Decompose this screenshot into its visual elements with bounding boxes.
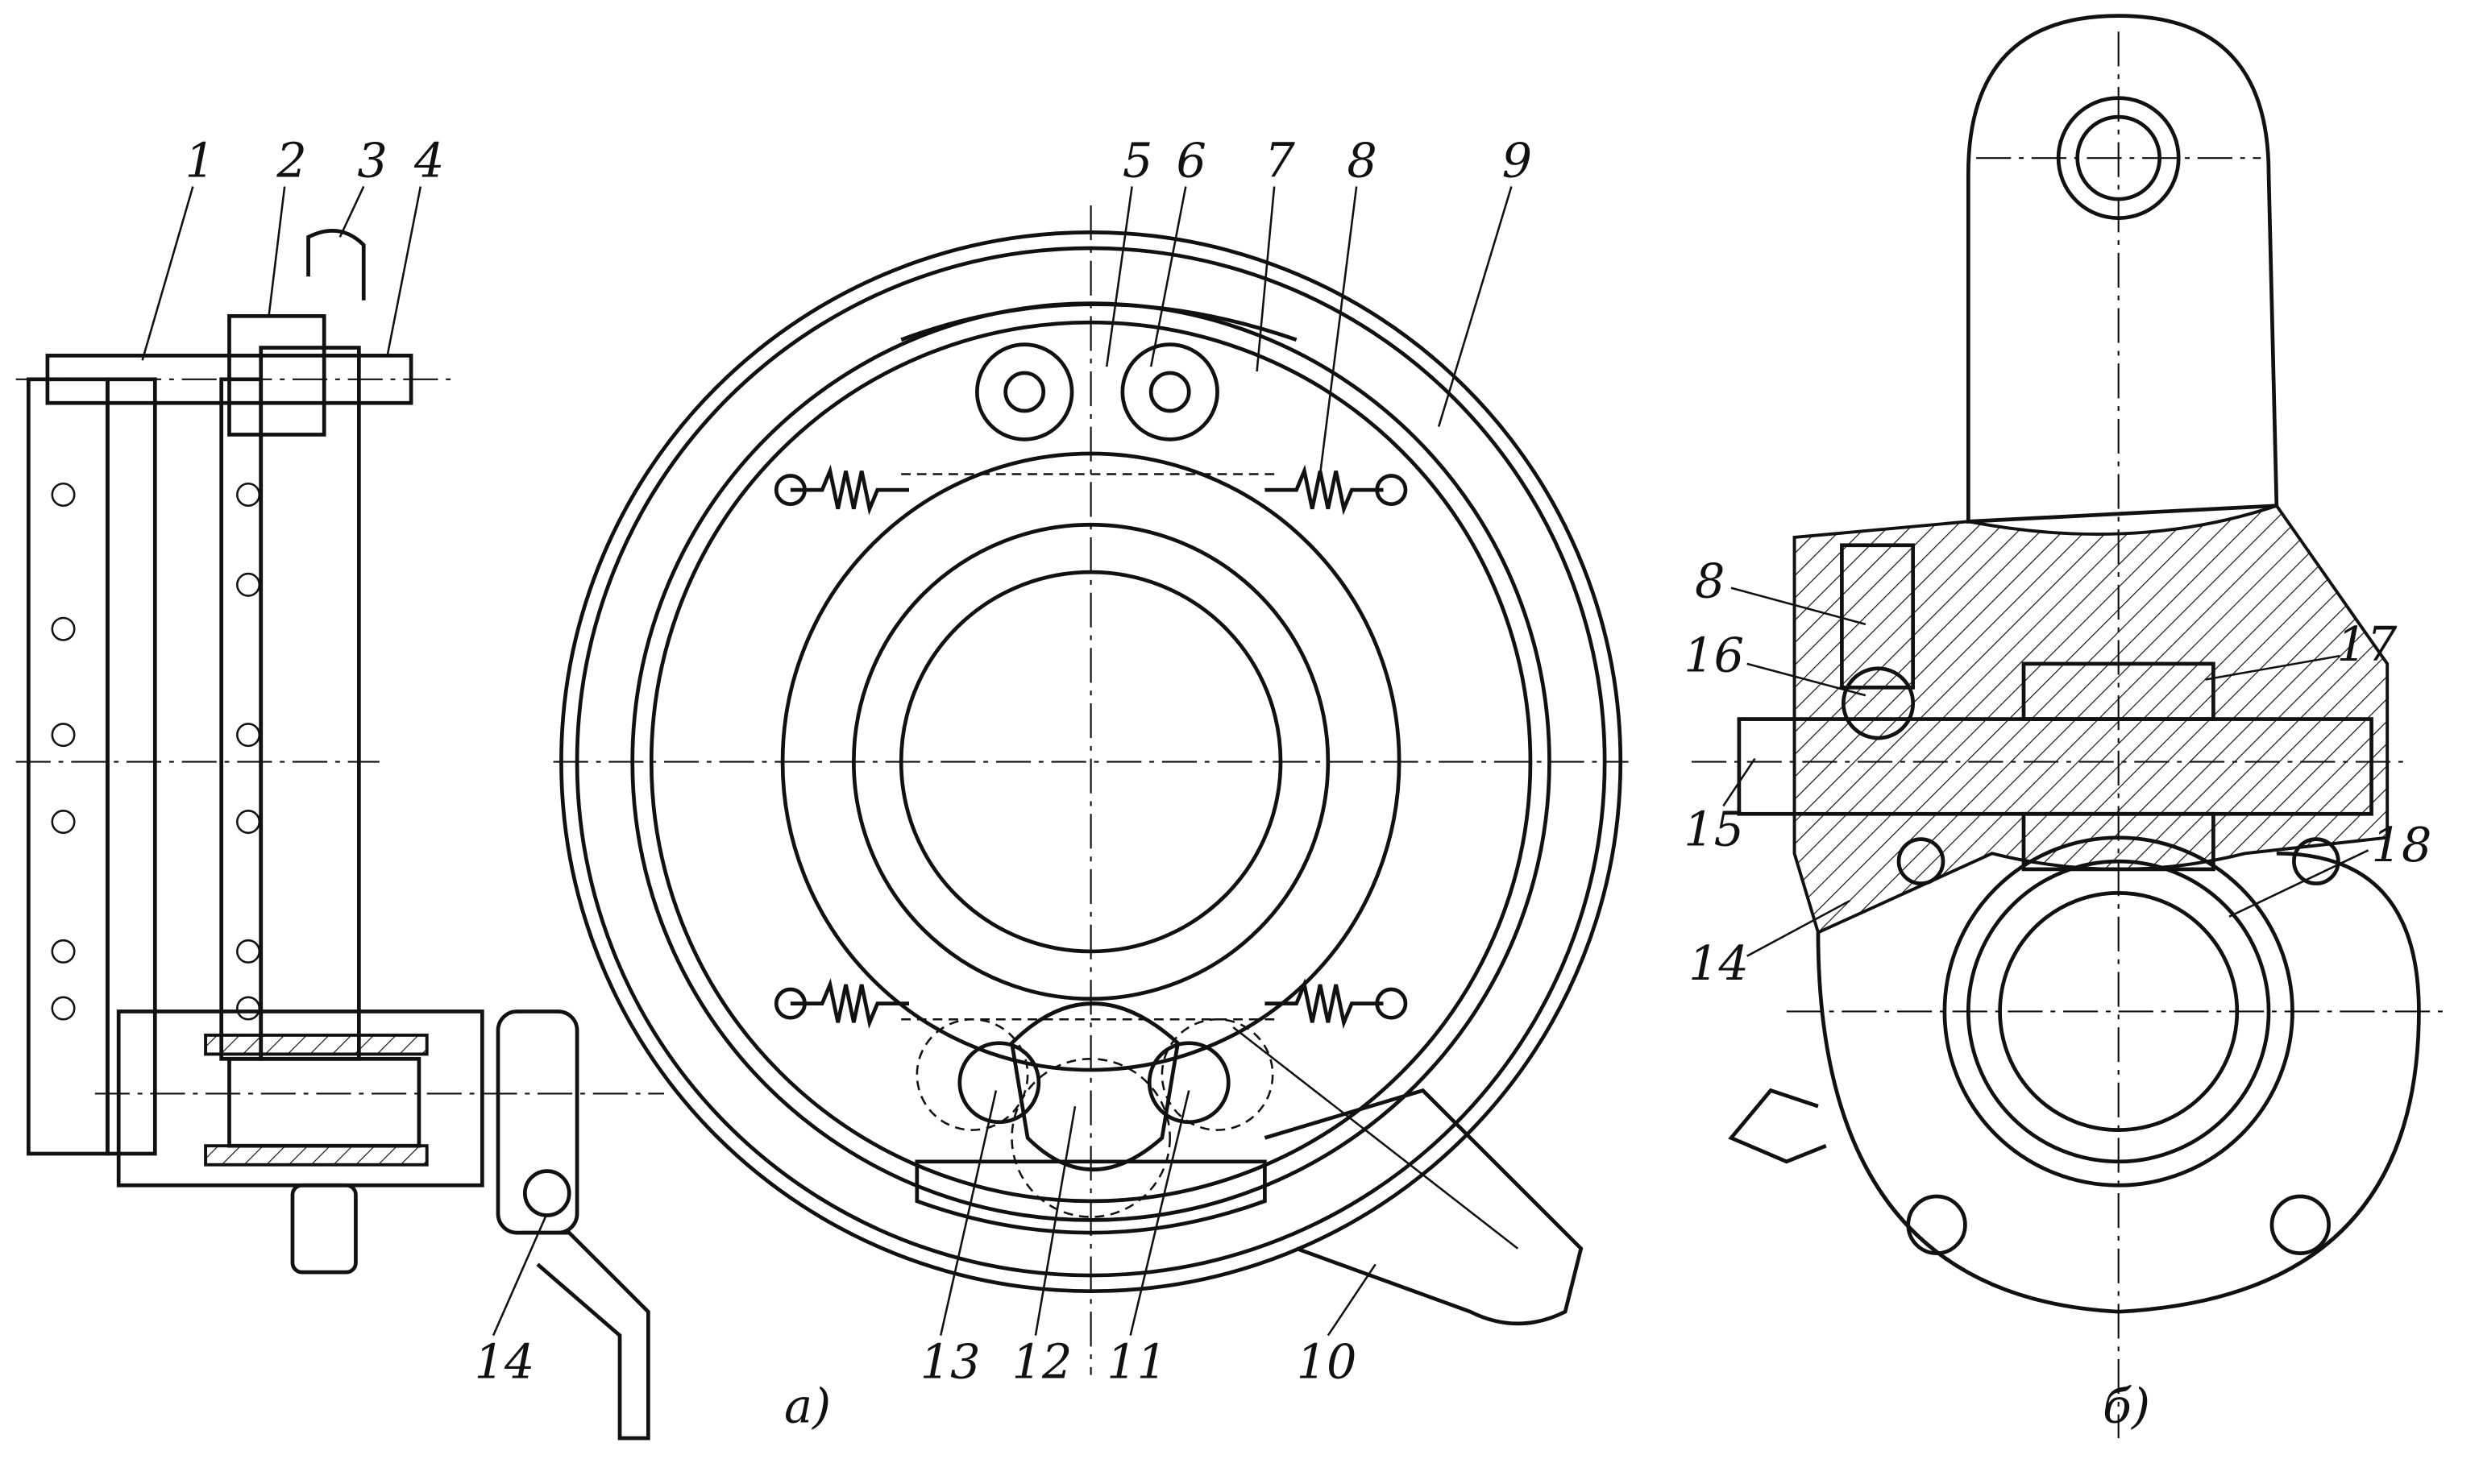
label-b-14: 14 xyxy=(1688,935,1749,991)
slack-adjuster-view xyxy=(1692,14,2451,1439)
label-14: 14 xyxy=(475,1334,535,1390)
label-5: 5 xyxy=(1123,133,1152,189)
side-view xyxy=(15,229,664,1440)
drum-brake-front-view xyxy=(553,205,1629,1375)
label-12: 12 xyxy=(1012,1334,1073,1390)
label-b-17: 17 xyxy=(2336,616,2397,672)
label-9: 9 xyxy=(1502,133,1532,189)
label-4: 4 xyxy=(413,133,444,189)
label-11: 11 xyxy=(1107,1334,1167,1390)
labels-view-a: 1 2 3 4 5 6 7 8 9 14 13 12 11 10 а) xyxy=(141,133,1532,1433)
labels-view-b: 8 16 15 14 17 18 б) xyxy=(1684,553,2431,1434)
caption-b: б) xyxy=(2103,1378,2150,1433)
label-8: 8 xyxy=(1347,133,1377,189)
label-2: 2 xyxy=(276,133,306,189)
rivet-holes xyxy=(51,482,261,1021)
caption-a: а) xyxy=(784,1378,831,1433)
label-6: 6 xyxy=(1177,133,1206,189)
label-10: 10 xyxy=(1297,1334,1357,1390)
label-3: 3 xyxy=(357,133,387,189)
label-b-15: 15 xyxy=(1684,801,1744,856)
label-b-16: 16 xyxy=(1684,628,1744,683)
cam-assembly xyxy=(915,1001,1274,1235)
brake-lever xyxy=(1264,1088,1584,1326)
label-13: 13 xyxy=(920,1334,981,1390)
label-1: 1 xyxy=(185,133,215,189)
label-b-8: 8 xyxy=(1695,553,1725,609)
label-b-18: 18 xyxy=(2372,817,2432,873)
label-7: 7 xyxy=(1264,133,1295,189)
